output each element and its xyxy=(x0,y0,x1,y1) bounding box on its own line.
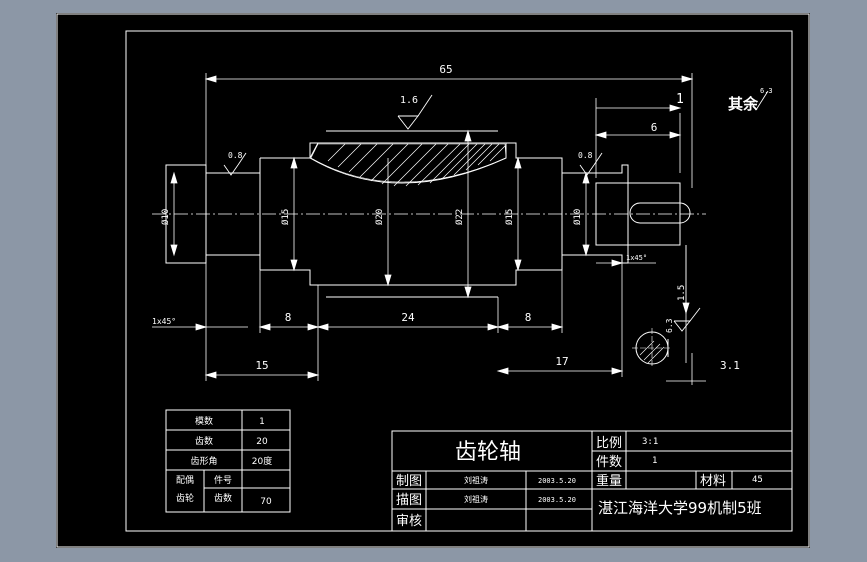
dim-chamfer-right: 1x45° xyxy=(626,254,647,262)
dim-keyway-6: 6 xyxy=(651,121,658,134)
mate-teeth-label: 齿数 xyxy=(214,492,232,504)
dim-dia-15-right: Ø15 xyxy=(504,209,515,225)
check-label: 审核 xyxy=(396,514,422,529)
traced-label: 描图 xyxy=(396,493,422,508)
drawing-sheet: 65 15 8 24 8 17 6 1x45° 1x45° 3.1 1.5 Ø1… xyxy=(56,13,810,548)
material-label: 材料 xyxy=(700,474,726,489)
rough-right-journal: 0.8 xyxy=(578,151,593,160)
scale-value: 3:1 xyxy=(642,437,658,447)
dim-dia-10-left: Ø10 xyxy=(160,209,171,225)
drawn-by: 刘祖涛 xyxy=(464,475,488,485)
teeth-label: 齿数 xyxy=(195,435,213,447)
angle-label: 齿形角 xyxy=(190,455,217,467)
dim-15: 15 xyxy=(255,359,268,372)
rough-general-value: 6.3 xyxy=(760,87,773,95)
dim-key-width: 3.1 xyxy=(720,359,740,372)
mate-teeth-value: 70 xyxy=(260,497,272,507)
key-section-view xyxy=(632,328,672,368)
part-name: 齿轮轴 xyxy=(455,440,521,465)
qty-value: 1 xyxy=(652,456,657,466)
slot-mark: 1 xyxy=(676,92,684,107)
traced-date: 2003.5.20 xyxy=(538,496,576,504)
rough-gear: 1.6 xyxy=(400,95,418,106)
angle-value: 20度 xyxy=(252,455,272,467)
dim-dia-15-left: Ø15 xyxy=(280,209,291,225)
scale-label: 比例 xyxy=(596,436,622,451)
title-block: 齿轮轴 比例 3:1 件数 1 重量 材料 45 制图 刘祖涛 2003.5.2… xyxy=(391,430,793,532)
school-name: 湛江海洋大学99机制5班 xyxy=(598,499,762,517)
dimension-labels: 65 15 8 24 8 17 6 1x45° 1x45° 3.1 1.5 Ø1… xyxy=(152,63,773,372)
part-no-label: 件号 xyxy=(214,474,232,486)
rough-keyway: 6.3 xyxy=(665,318,674,333)
rough-general-label: 其余 xyxy=(728,95,759,113)
qty-label: 件数 xyxy=(596,455,622,470)
drawn-date: 2003.5.20 xyxy=(538,477,576,485)
mate-label-1: 配偶 xyxy=(176,474,194,486)
drawn-label: 制图 xyxy=(396,474,422,489)
dim-dia-22: Ø22 xyxy=(454,209,465,225)
dim-24: 24 xyxy=(401,311,415,324)
dim-overall: 65 xyxy=(439,63,452,76)
gear-section-hatch xyxy=(309,142,507,187)
material-value: 45 xyxy=(752,475,763,485)
dim-chamfer-left: 1x45° xyxy=(152,317,176,326)
dim-key-depth: 1.5 xyxy=(677,285,687,301)
module-label: 模数 xyxy=(195,415,213,427)
dim-17: 17 xyxy=(555,355,568,368)
mate-label-2: 齿轮 xyxy=(176,492,194,504)
dim-dia-20: Ø20 xyxy=(374,209,385,225)
rough-left-journal: 0.8 xyxy=(228,151,243,160)
dimension-lines xyxy=(152,73,706,385)
roughness-symbols xyxy=(223,90,769,332)
weight-label: 重量 xyxy=(596,473,622,489)
engineering-drawing: 65 15 8 24 8 17 6 1x45° 1x45° 3.1 1.5 Ø1… xyxy=(56,13,810,548)
traced-by: 刘祖涛 xyxy=(464,494,488,504)
teeth-value: 20 xyxy=(256,437,268,447)
module-value: 1 xyxy=(259,417,265,427)
outer-frame xyxy=(56,13,810,548)
dim-8-right: 8 xyxy=(525,311,532,324)
gear-param-table: 模数 1 齿数 20 齿形角 20度 配偶 齿轮 件号 齿数 70 xyxy=(165,409,291,513)
dim-8-left: 8 xyxy=(285,311,292,324)
dim-dia-10-right: Ø10 xyxy=(572,209,583,225)
